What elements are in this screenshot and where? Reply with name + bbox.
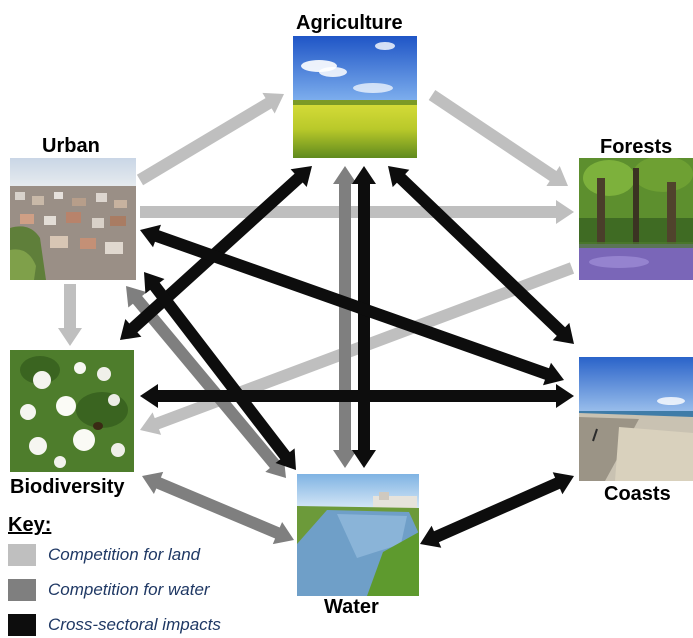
urban-forests-land-arrow: [140, 200, 574, 224]
agriculture-photo: [293, 36, 417, 158]
key-label-impact: Cross-sectoral impacts: [48, 615, 221, 634]
biodiversity-water-water-arrow: [142, 471, 294, 545]
water-swatch: [8, 579, 36, 601]
land-swatch: [8, 544, 36, 566]
coasts-label: Coasts: [604, 483, 671, 505]
water-photo: [297, 474, 419, 596]
urban-coasts-impact-arrow: [140, 224, 564, 386]
agriculture-forests-land-arrow: [428, 90, 568, 186]
urban-water-water-arrow: [126, 286, 286, 478]
coasts-photo: [579, 357, 693, 481]
biodiversity-coasts-impact-arrow: [140, 384, 574, 408]
biodiversity-photo: [10, 350, 134, 472]
forests-photo: [579, 158, 693, 280]
impact-swatch: [8, 614, 36, 636]
water-coasts-impact-arrow: [420, 472, 574, 548]
urban-agriculture-land-arrow: [136, 92, 284, 186]
key-item-land: Competition for land: [8, 542, 200, 568]
urban-biodiversity-land-arrow: [58, 284, 82, 346]
key-label-water: Competition for water: [48, 580, 210, 599]
biodiversity-label: Biodiversity: [10, 476, 125, 498]
key-item-impact: Cross-sectoral impacts: [8, 612, 221, 638]
urban-label: Urban: [42, 135, 100, 157]
urban-water-impact-arrow: [144, 272, 296, 470]
agriculture-label: Agriculture: [296, 12, 403, 34]
key-item-water: Competition for water: [8, 577, 210, 603]
key-label-land: Competition for land: [48, 545, 201, 564]
forests-label: Forests: [600, 136, 673, 158]
urban-photo: [10, 158, 136, 280]
key-title: Key:: [8, 514, 52, 536]
water-label: Water: [324, 596, 379, 618]
agriculture-coasts-impact-arrow: [388, 166, 574, 344]
